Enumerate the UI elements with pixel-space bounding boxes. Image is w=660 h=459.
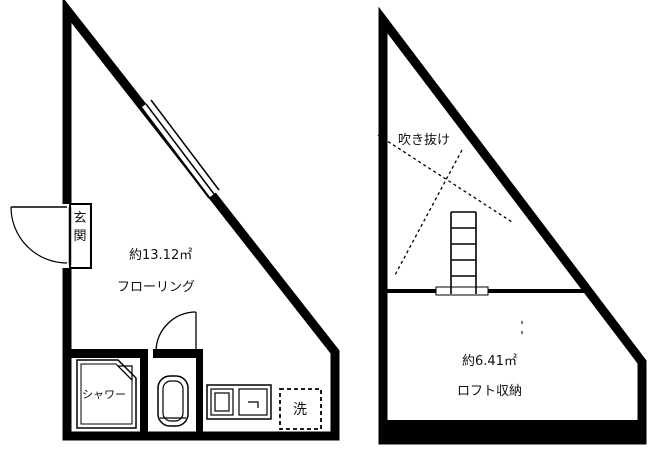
- toilet-wall: [196, 349, 203, 436]
- room-type-label: フローリング: [117, 280, 195, 295]
- void-markings: [377, 134, 513, 276]
- diagonal-window: [140, 99, 220, 199]
- main-floor-outline: [62, 0, 340, 441]
- shower-partition: [140, 349, 148, 436]
- loft-marks: [521, 321, 523, 334]
- entrance-label-char1: 玄: [73, 211, 86, 226]
- void-label: 吹き抜け: [398, 132, 450, 148]
- entrance-door: [10, 203, 92, 269]
- entrance-label-char2: 関: [73, 229, 86, 244]
- loft-floor: [377, 6, 647, 445]
- loft-bottom-band: [379, 420, 646, 442]
- washbasin: [206, 384, 272, 420]
- bathroom-top-wall: [67, 349, 203, 358]
- washer-space: [279, 388, 322, 430]
- ladder: [450, 211, 477, 294]
- washer-label: 洗: [293, 402, 307, 418]
- shower: [76, 359, 137, 429]
- loft-area-label: 約6.41㎡: [462, 354, 517, 369]
- toilet: [157, 375, 189, 427]
- shower-label: シャワー: [82, 388, 126, 401]
- loft-outline: [378, 6, 647, 445]
- main-floor: [10, 0, 340, 441]
- main-area-label: 約13.12㎡: [129, 248, 192, 263]
- loft-storage-label: ロフト収納: [457, 384, 522, 399]
- toilet-door: [155, 311, 197, 352]
